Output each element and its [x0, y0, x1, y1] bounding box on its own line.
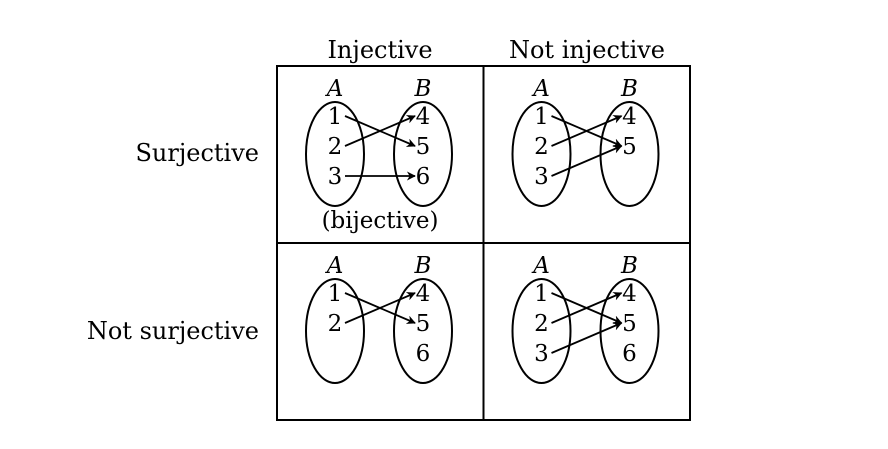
grid	[276, 65, 691, 421]
set-b-ellipse	[393, 278, 453, 384]
mapping-arrow	[344, 292, 416, 324]
codomain-element: 5	[416, 134, 431, 160]
domain-element: 1	[328, 104, 343, 130]
row-header-not-surjective: Not surjective	[87, 317, 259, 345]
domain-element: 3	[534, 341, 549, 367]
codomain-element: 4	[416, 281, 431, 307]
domain-element: 2	[328, 134, 343, 160]
set-a-ellipse	[305, 101, 365, 207]
domain-element: 2	[534, 134, 549, 160]
set-label-a: A	[531, 253, 550, 279]
domain-element: 3	[534, 164, 549, 190]
mapping-arrow	[551, 322, 623, 354]
codomain-element: 6	[416, 341, 431, 367]
set-b-ellipse	[599, 278, 660, 384]
panel-2: A B 1 2 3 4 5	[511, 76, 660, 207]
mapping-arrow	[551, 145, 623, 177]
set-label-a: A	[531, 76, 550, 102]
domain-element: 2	[534, 311, 549, 337]
column-header-not-injective: Not injective	[509, 36, 665, 64]
panel-3: A B 1 2 4 5 6	[305, 253, 453, 384]
domain-element: 3	[328, 164, 343, 190]
codomain-element: 4	[622, 281, 637, 307]
domain-element: 1	[534, 281, 549, 307]
set-label-b: B	[414, 76, 432, 102]
domain-element: 2	[328, 311, 343, 337]
set-label-a: A	[325, 76, 344, 102]
panel-4: A B 1 2 3 4 5 6	[511, 253, 660, 384]
set-a-ellipse	[511, 278, 572, 384]
codomain-element: 5	[622, 134, 637, 160]
set-label-b: B	[620, 76, 638, 102]
domain-element: 1	[328, 281, 343, 307]
codomain-element: 4	[622, 104, 637, 130]
mapping-arrow	[344, 115, 416, 147]
set-a-ellipse	[305, 278, 365, 384]
row-header-surjective: Surjective	[135, 139, 259, 167]
set-b-ellipse	[393, 101, 453, 207]
set-b-ellipse	[599, 101, 660, 207]
codomain-element: 6	[622, 341, 637, 367]
set-label-a: A	[325, 253, 344, 279]
mapping-arrow	[551, 292, 623, 324]
codomain-element: 5	[622, 311, 637, 337]
set-label-b: B	[620, 253, 638, 279]
mapping-arrow	[551, 115, 623, 147]
codomain-element: 4	[416, 104, 431, 130]
panel-note: (bijective)	[322, 208, 439, 234]
codomain-element: 6	[416, 164, 431, 190]
panel-1: A B 1 2 3 4 5 6 (bijective)	[305, 76, 453, 234]
domain-element: 1	[534, 104, 549, 130]
set-label-b: B	[414, 253, 432, 279]
column-header-injective: Injective	[327, 36, 432, 64]
set-a-ellipse	[511, 101, 572, 207]
codomain-element: 5	[416, 311, 431, 337]
